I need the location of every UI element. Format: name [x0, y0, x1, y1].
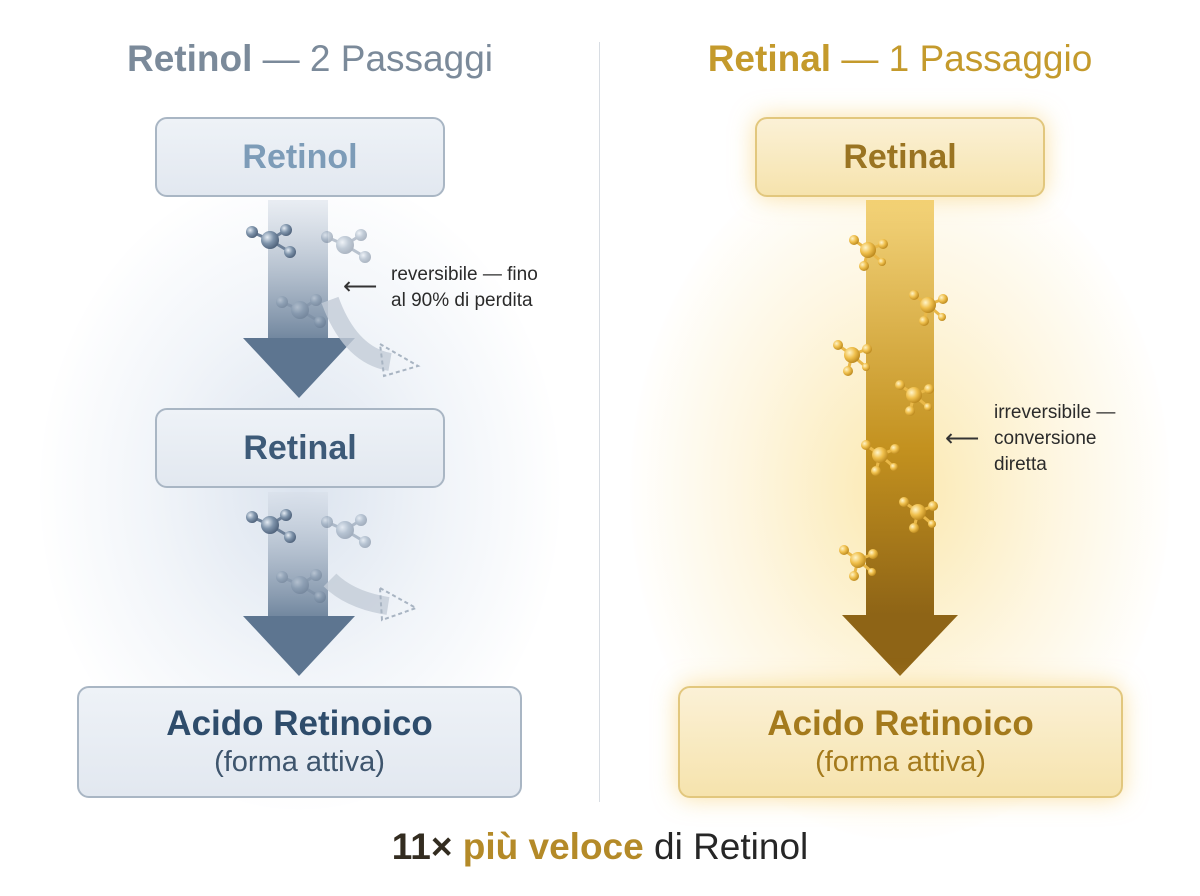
right-retinal-box-label: Retinal [843, 137, 957, 176]
right-annotation: irreversibile — conversione diretta [994, 400, 1115, 478]
right-annotation-line-2: conversione [994, 428, 1097, 449]
left-annotation-arrow-icon: ⟵ [343, 273, 378, 300]
left-loss-arrow-1 [319, 227, 421, 378]
right-retinoic-acid-box: Acido Retinoico (forma attiva) [678, 686, 1123, 798]
left-annotation-line-1: reversibile — fino [391, 264, 538, 285]
retinol-box: Retinol [155, 117, 445, 197]
left-retinoic-acid-sublabel: (forma attiva) [214, 746, 385, 778]
left-retinoic-acid-label: Acido Retinoico [166, 704, 433, 743]
right-retinoic-acid-label: Acido Retinoico [767, 704, 1034, 743]
right-title-rest: — 1 Passaggio [831, 38, 1093, 79]
right-conversion-arrow [842, 200, 958, 676]
retinol-box-label: Retinol [242, 137, 358, 176]
left-title-bold: Retinol [126, 38, 253, 79]
left-annotation: reversibile — fino al 90% di perdita [391, 262, 538, 314]
right-retinoic-acid-sublabel: (forma attiva) [815, 746, 986, 778]
right-retinal-box: Retinal [755, 117, 1045, 197]
right-title-bold: Retinal [707, 38, 832, 79]
footer-rest: di Retinol [643, 826, 809, 867]
panel-divider [599, 42, 600, 802]
footer-highlight: più veloce [452, 826, 644, 867]
right-annotation-line-1: irreversibile — [994, 402, 1116, 423]
right-annotation-line-3: diretta [994, 454, 1047, 475]
left-retinal-box: Retinal [155, 408, 445, 488]
right-annotation-arrow-icon: ⟵ [945, 425, 980, 452]
left-panel-title: Retinol — 2 Passaggi [30, 38, 590, 80]
footer-multiplier: 11× [391, 826, 453, 867]
left-retinoic-acid-box: Acido Retinoico (forma attiva) [77, 686, 522, 798]
footer-caption: 11× più veloce di Retinol [0, 826, 1200, 868]
left-title-rest: — 2 Passaggi [252, 38, 494, 79]
right-panel-title: Retinal — 1 Passaggio [620, 38, 1180, 80]
left-loss-arrow-2 [319, 512, 419, 622]
left-retinal-box-label: Retinal [243, 428, 357, 467]
left-annotation-line-2: al 90% di perdita [391, 290, 533, 311]
